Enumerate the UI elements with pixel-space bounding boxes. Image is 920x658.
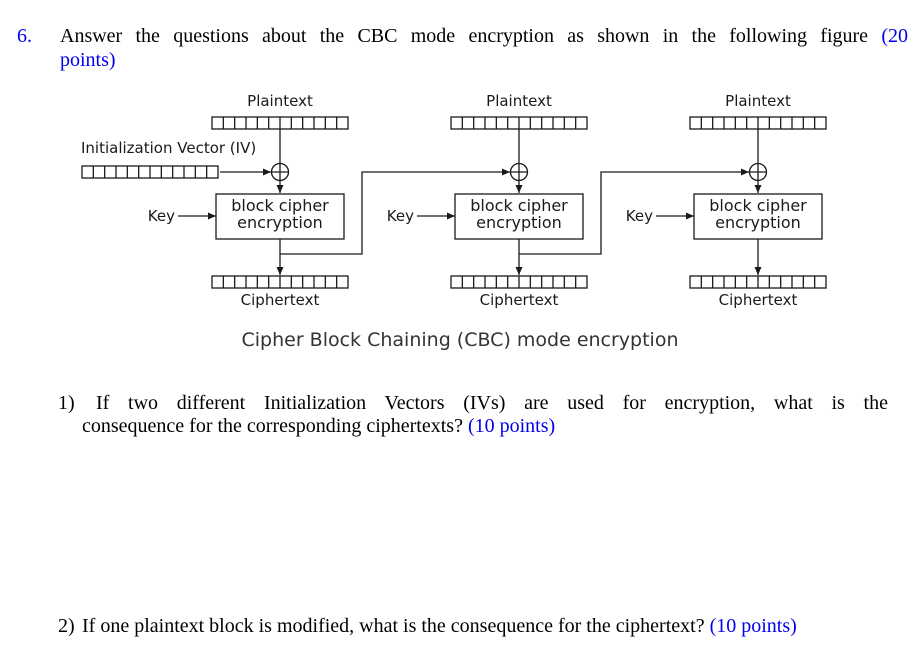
sub-question-1: 1) If two different Initialization Vecto… — [58, 392, 888, 438]
box-label-line1-2: block cipher — [470, 196, 568, 215]
cbc-diagram: Initialization Vector (IV) Plaintext blo… — [81, 92, 827, 309]
chain-connector-2 — [519, 168, 749, 255]
plaintext-label-1: Plaintext — [247, 92, 313, 110]
sub-question-1-line2: consequence for the corresponding cipher… — [82, 415, 888, 438]
xor-icon-1 — [270, 162, 290, 182]
sub-question-2-line1: If one plaintext block is modified, what… — [82, 615, 908, 638]
plaintext-block-1 — [211, 116, 349, 130]
sub-question-2-number: 2) — [58, 615, 75, 637]
plaintext-block-2 — [450, 116, 588, 130]
key-label-2: Key — [387, 207, 414, 225]
box-label-line1-3: block cipher — [709, 196, 807, 215]
iv-block — [81, 165, 219, 179]
ciphertext-label-1: Ciphertext — [241, 291, 320, 309]
cbc-stage-2: Plaintext block cipher encryption Key Ci… — [387, 92, 749, 309]
cbc-stage-1: Plaintext block cipher encryption Key Ci… — [148, 92, 510, 309]
box-label-line2-2: encryption — [476, 213, 562, 232]
ciphertext-block-3 — [689, 275, 827, 289]
iv-label: Initialization Vector (IV) — [81, 139, 256, 157]
xor-icon-2 — [509, 162, 529, 182]
box-label-line2-3: encryption — [715, 213, 801, 232]
sub-question-2-text: If one plaintext block is modified, what… — [82, 615, 705, 637]
ciphertext-label-3: Ciphertext — [719, 291, 798, 309]
key-label-1: Key — [148, 207, 175, 225]
question-6-number: 6. — [17, 25, 32, 47]
box-label-line1-1: block cipher — [231, 196, 329, 215]
question-6-points-close: points) — [60, 49, 116, 71]
key-label-3: Key — [626, 207, 653, 225]
question-6-points-open: (20 — [881, 25, 909, 47]
sub-question-1-number: 1) — [58, 392, 75, 414]
chain-connector-1 — [280, 168, 510, 255]
question-6-text: Answer the questions about the CBC mode … — [60, 25, 869, 47]
sub-question-2: 2) If one plaintext block is modified, w… — [58, 615, 908, 638]
ciphertext-block-1 — [211, 275, 349, 289]
question-6-line1: Answer the questions about the CBC mode … — [60, 24, 908, 48]
question-6-line2: points) — [60, 48, 908, 72]
plaintext-label-2: Plaintext — [486, 92, 552, 110]
sub-question-2-points: (10 points) — [709, 615, 797, 637]
ciphertext-label-2: Ciphertext — [480, 291, 559, 309]
cbc-stage-3: Plaintext block cipher encryption Key Ci… — [626, 92, 827, 309]
ciphertext-block-2 — [450, 275, 588, 289]
box-label-line2-1: encryption — [237, 213, 323, 232]
question-6-heading: 6. Answer the questions about the CBC mo… — [17, 24, 908, 72]
sub-question-1-text: consequence for the corresponding cipher… — [82, 415, 463, 437]
figure-caption: Cipher Block Chaining (CBC) mode encrypt… — [241, 329, 679, 351]
sub-question-1-line1: If two different Initialization Vectors … — [96, 392, 888, 414]
xor-icon-3 — [748, 162, 768, 182]
plaintext-label-3: Plaintext — [725, 92, 791, 110]
plaintext-block-3 — [689, 116, 827, 130]
sub-question-1-points: (10 points) — [467, 415, 556, 437]
